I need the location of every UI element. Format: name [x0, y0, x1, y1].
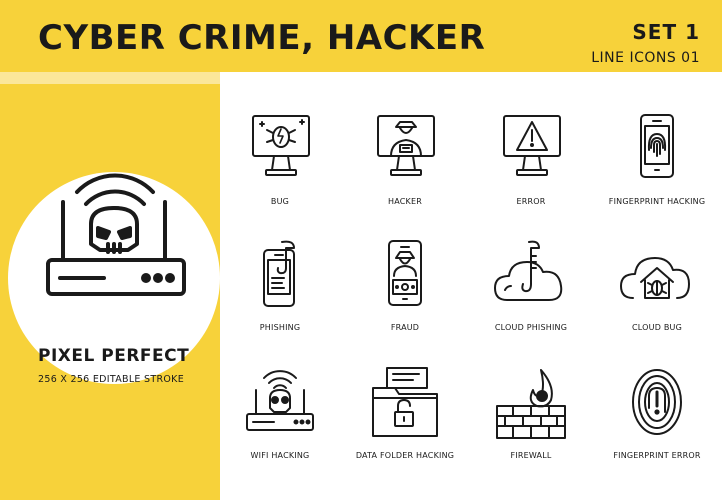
icon-tile-firewall: FIREWALL [456, 366, 606, 476]
icon-tile-cloud-bug: CLOUD BUG [582, 238, 722, 348]
fingerprint-phone-icon [640, 114, 674, 178]
icon-label-data-folder-hacking: DATA FOLDER HACKING [355, 451, 455, 460]
icon-tile-fraud: FRAUD [330, 238, 480, 348]
cloud-phishing-icon [494, 240, 563, 301]
left-panel: PIXEL PERFECT 256 X 256 EDITABLE STROKE [0, 72, 220, 500]
hero-title: PIXEL PERFECT [38, 346, 190, 366]
fingerprint-error-icon [632, 369, 682, 435]
hacker-monitor-icon [377, 115, 435, 176]
icon-tile-fingerprint-error: FINGERPRINT ERROR [582, 366, 722, 476]
wifi-hacking-icon [246, 370, 314, 431]
fraud-phone-icon [388, 240, 422, 306]
icon-label-hacker: HACKER [388, 197, 422, 206]
icon-label-fingerprint-error: FINGERPRINT ERROR [613, 451, 701, 460]
hero-subtitle: 256 X 256 EDITABLE STROKE [38, 374, 184, 385]
bug-monitor-icon [252, 115, 310, 176]
header-band [0, 0, 722, 72]
page-title: CYBER CRIME, HACKER [38, 18, 486, 58]
icon-tile-phishing: PHISHING [205, 238, 355, 348]
icon-label-bug: BUG [270, 197, 290, 206]
icon-label-cloud-phishing: CLOUD PHISHING [494, 323, 568, 332]
phishing-phone-icon [263, 240, 295, 307]
icon-label-phishing: PHISHING [259, 323, 301, 332]
icon-label-firewall: FIREWALL [510, 451, 552, 460]
icon-tile-hacker: HACKER [330, 112, 480, 222]
icon-tile-data-folder-hacking: DATA FOLDER HACKING [330, 366, 480, 476]
set-subtitle: LINE ICONS 01 [591, 50, 700, 66]
data-folder-icon [372, 367, 438, 437]
icon-label-fraud: FRAUD [390, 323, 420, 332]
firewall-icon [496, 369, 566, 439]
icon-tile-bug: BUG [205, 112, 355, 222]
icon-tile-fingerprint-hacking: FINGERPRINT HACKING [582, 112, 722, 222]
icon-tile-cloud-phishing: CLOUD PHISHING [456, 238, 606, 348]
panel-highlight [0, 72, 220, 84]
wifi-router-skull-icon [46, 173, 186, 296]
icon-label-wifi-hacking: WIFI HACKING [250, 451, 310, 460]
icon-label-fingerprint-hacking: FINGERPRINT HACKING [608, 197, 706, 206]
icon-label-error: ERROR [516, 197, 546, 206]
error-monitor-icon [503, 115, 561, 176]
cloud-bug-icon [620, 257, 690, 299]
icon-tile-error: ERROR [456, 112, 606, 222]
icon-tile-wifi-hacking: WIFI HACKING [205, 366, 355, 476]
icon-label-cloud-bug: CLOUD BUG [632, 323, 682, 332]
set-label: SET 1 [632, 20, 700, 44]
hero-circle [8, 172, 220, 384]
